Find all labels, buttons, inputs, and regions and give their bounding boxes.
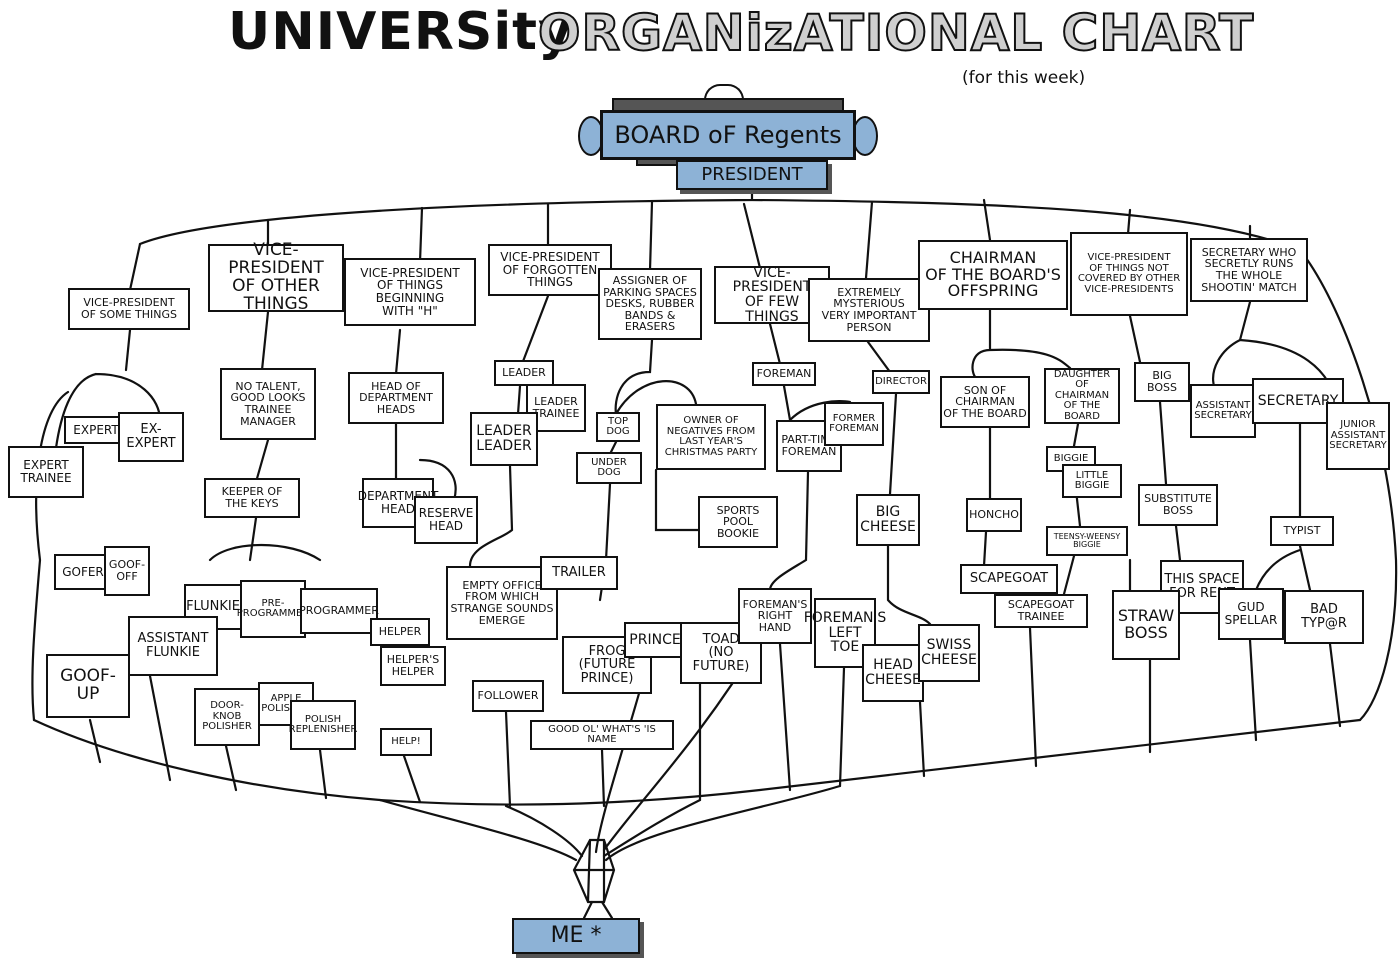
connector-line: [1298, 248, 1398, 722]
connector-line: [1128, 314, 1182, 592]
connector-line: [31, 390, 70, 722]
org-box-trailer: TRAILER: [540, 556, 618, 590]
org-box-straw-boss: STRAW BOSS: [1112, 590, 1180, 660]
connector-line: [128, 198, 1252, 292]
me-box: ME *: [512, 918, 640, 954]
connector-line: [32, 718, 1362, 806]
org-box-assistant-secretary: ASSISTANT SECRETARY: [1190, 384, 1256, 438]
connector-line: [138, 188, 1302, 252]
connector-line: [468, 294, 550, 568]
org-box-foreman-s-right-hand: FOREMAN'S RIGHT HAND: [738, 588, 812, 644]
org-box-big-boss: BIG BOSS: [1134, 362, 1190, 402]
connector-line: [572, 838, 616, 904]
org-box-head-of-department-heads: HEAD OF DEPARTMENT HEADS: [348, 372, 444, 424]
org-box-keeper-of-the-keys: KEEPER OF THE KEYS: [204, 478, 300, 518]
org-box-good-ol-what-s-is-name: GOOD OL' WHAT'S 'IS NAME: [530, 720, 674, 750]
org-box-ex-expert: EX- EXPERT: [118, 412, 184, 462]
org-box-leader-trainee: LEADER TRAINEE: [526, 384, 586, 432]
connector-line: [378, 638, 842, 862]
title-university: UNIVERSity: [228, 2, 573, 62]
connector-line: [1254, 422, 1312, 592]
org-box-frog-future-prince: FROG (FUTURE PRINCE): [562, 636, 652, 694]
title-org-chart: ORGANizATIONAL CHART: [537, 3, 1255, 63]
org-box-follower: FOLLOWER: [472, 680, 544, 712]
org-box-leader: LEADER: [494, 360, 554, 386]
connector-line: [768, 322, 852, 592]
org-box-programmer: PROGRAMMER: [299, 588, 379, 634]
org-box-typist: TYPIST: [1270, 516, 1334, 546]
org-box-assistant-flunkie: ASSISTANT FLUNKIE: [128, 616, 218, 676]
org-box-little-biggie: LITTLE BIGGIE: [1062, 464, 1122, 498]
org-box-gofer: GOFER: [54, 554, 112, 590]
org-box-director: DIRECTOR: [872, 370, 930, 394]
org-box-toad-no-future: TOAD (NO FUTURE): [680, 622, 762, 684]
connector-line: [614, 338, 698, 418]
org-box-vice-president-of-things-beginning-with-h: VICE-PRESIDENT OF THINGS BEGINNING WITH …: [344, 258, 476, 326]
connector-line: [208, 310, 322, 562]
org-box-swiss-cheese: SWISS CHEESE: [918, 624, 980, 682]
org-box-scapegoat: SCAPEGOAT: [960, 564, 1058, 594]
board-of-regents-box: BOARD oF Regents: [600, 110, 856, 160]
connector-line: [982, 422, 1082, 596]
connector-line: [394, 328, 457, 502]
org-box-goof-off: GOOF- OFF: [104, 546, 150, 596]
org-box-gud-spellar: GUD SPELLAR: [1218, 588, 1284, 640]
connector-line: [971, 308, 1072, 380]
org-box-help: HELP!: [380, 728, 432, 756]
org-box-head-cheese: HEAD CHEESE: [862, 644, 924, 702]
org-box-pre-programmer: PRE- PROGRAMMER: [237, 580, 309, 638]
org-box-honcho: HONCHO: [966, 498, 1022, 532]
org-box-scapegoat-trainee: SCAPEGOAT TRAINEE: [994, 594, 1088, 628]
org-box-helper-s-helper: HELPER'S HELPER: [380, 646, 446, 686]
org-box-expert-trainee: EXPERT TRAINEE: [8, 446, 84, 498]
org-box-secretary-who-secretly-runs-the-whole-shootin-match: SECRETARY WHO SECRETLY RUNS THE WHOLE SH…: [1190, 238, 1308, 302]
org-box-junior-assistant-secretary: JUNIOR ASSISTANT SECRETARY: [1326, 402, 1390, 470]
subtitle: (for this week): [962, 68, 1086, 88]
org-box-reserve-head: RESERVE HEAD: [414, 496, 478, 544]
org-box-daughter-of-chairman-of-the-board: DAUGHTER OF CHAIRMAN OF THE BOARD: [1044, 368, 1120, 424]
org-box-under-dog: UNDER DOG: [576, 452, 642, 484]
connector-line: [866, 340, 932, 626]
org-box-vice-president-of-some-things: VICE-PRESIDENT OF SOME THINGS: [68, 288, 190, 330]
org-box-sports-pool-bookie: SPORTS POOL BOOKIE: [698, 496, 778, 548]
org-box-vice-president-of-forgotten-things: VICE-PRESIDENT OF FORGOTTEN THINGS: [488, 244, 612, 296]
org-box-foreman-s-left-toe: FOREMAN'S LEFT TOE: [804, 598, 886, 668]
org-box-polish-replenisher: POLISH REPLENISHER: [289, 700, 357, 750]
president-box: PRESIDENT: [676, 160, 828, 190]
org-box-vice-president-of-other-things: VICE-PRESIDENT OF OTHER THINGS: [208, 241, 344, 313]
org-box-former-foreman: FORMER FOREMAN: [824, 402, 884, 446]
org-box-empty-office-from-which-strange-sounds-emerge: EMPTY OFFICE FROM WHICH STRANGE SOUNDS E…: [446, 566, 558, 640]
org-box-assigner-of-parking-spaces-desks-rubber-bands-erasers: ASSIGNER OF PARKING SPACES DESKS, RUBBER…: [598, 268, 702, 340]
org-box-owner-of-negatives-from-last-year-s-christmas-party: OWNER OF NEGATIVES FROM LAST YEAR'S CHRI…: [656, 404, 766, 470]
org-box-leader-leader: LEADER LEADER: [470, 412, 538, 466]
org-box-goof-up: GOOF- UP: [46, 654, 130, 718]
org-box-no-talent-good-looks-trainee-manager: NO TALENT, GOOD LOOKS TRAINEE MANAGER: [220, 368, 316, 440]
org-box-helper: HELPER: [370, 618, 430, 646]
connector-line: [88, 626, 1342, 808]
org-box-substitute-boss: SUBSTITUTE BOSS: [1138, 484, 1218, 526]
org-box-secretary: SECRETARY: [1252, 378, 1344, 424]
org-box-bad-typ-r: BAD TYP@R: [1284, 590, 1364, 644]
org-box-vice-president-of-things-not-covered-by-other-vice-presidents: VICE-PRESIDENT OF THINGS NOT COVERED BY …: [1070, 232, 1188, 316]
org-box-teensy-weensy-biggie: TEENSY-WEENSY BIGGIE: [1046, 526, 1128, 556]
org-box-foreman: FOREMAN: [752, 362, 816, 386]
org-box-prince: PRINCE: [624, 622, 686, 658]
connector-line: [582, 900, 614, 920]
org-box-extremely-mysterious-very-important-person: EXTREMELY MYSTERIOUS VERY IMPORTANT PERS…: [808, 278, 930, 342]
org-box-big-cheese: BIG CHEESE: [856, 494, 920, 546]
org-box-top-dog: TOP DOG: [596, 412, 640, 442]
org-box-chairman-of-the-board-s-offspring: CHAIRMAN OF THE BOARD'S OFFSPRING: [918, 240, 1068, 310]
org-box-door-knob-polisher: DOOR- KNOB POLISHER: [194, 688, 260, 746]
org-box-son-of-chairman-of-the-board: SON OF CHAIRMAN OF THE BOARD: [940, 376, 1030, 428]
